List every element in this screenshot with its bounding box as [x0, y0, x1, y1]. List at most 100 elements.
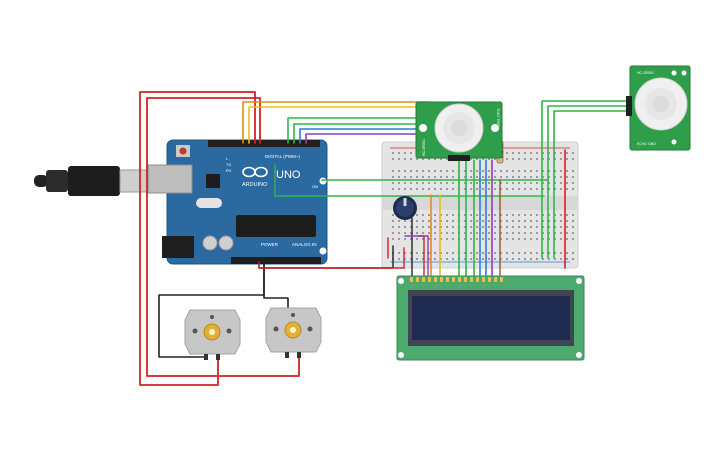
breadboard-hole	[542, 238, 544, 240]
breadboard-hole	[500, 214, 502, 216]
breadboard-hole	[410, 232, 412, 234]
breadboard-hole	[560, 252, 562, 254]
breadboard-hole	[524, 252, 526, 254]
lcd-pin	[410, 277, 413, 282]
breadboard-hole	[464, 238, 466, 240]
breadboard-hole	[422, 170, 424, 172]
breadboard-hole	[452, 238, 454, 240]
breadboard-hole	[536, 226, 538, 228]
breadboard-hole	[392, 182, 394, 184]
breadboard-hole	[530, 158, 532, 160]
breadboard-hole	[512, 170, 514, 172]
breadboard-hole	[404, 158, 406, 160]
arduino-brand-text: ARDUINO	[242, 182, 268, 188]
breadboard-hole	[470, 226, 472, 228]
breadboard-hole	[404, 170, 406, 172]
breadboard-hole	[428, 232, 430, 234]
breadboard-hole	[416, 252, 418, 254]
breadboard-hole	[488, 226, 490, 228]
breadboard-hole	[524, 238, 526, 240]
breadboard-hole	[542, 152, 544, 154]
breadboard-hole	[410, 176, 412, 178]
breadboard-hole	[560, 258, 562, 260]
breadboard-hole	[410, 158, 412, 160]
breadboard-hole	[434, 158, 436, 160]
breadboard-hole	[494, 214, 496, 216]
wire-green-pir2-c	[553, 110, 631, 259]
breadboard-hole	[524, 188, 526, 190]
breadboard-hole	[530, 226, 532, 228]
dc-motor-2	[265, 307, 322, 358]
breadboard-hole	[548, 252, 550, 254]
breadboard-hole	[536, 238, 538, 240]
breadboard-hole	[572, 158, 574, 160]
breadboard-hole	[464, 182, 466, 184]
wire-green-pir2-b	[547, 105, 631, 259]
breadboard-hole	[482, 214, 484, 216]
breadboard-hole	[446, 176, 448, 178]
breadboard-hole	[524, 232, 526, 234]
breadboard-hole	[470, 252, 472, 254]
breadboard-hole	[416, 238, 418, 240]
breadboard-hole	[422, 214, 424, 216]
breadboard-hole	[464, 214, 466, 216]
breadboard-hole	[542, 158, 544, 160]
breadboard-hole	[416, 258, 418, 260]
breadboard-hole	[506, 188, 508, 190]
breadboard-hole	[506, 170, 508, 172]
breadboard-hole	[452, 176, 454, 178]
wire-orange	[242, 101, 431, 144]
breadboard-hole	[476, 226, 478, 228]
breadboard-hole	[434, 188, 436, 190]
breadboard-hole	[416, 214, 418, 216]
breadboard-hole	[440, 158, 442, 160]
breadboard-hole	[560, 226, 562, 228]
breadboard-hole	[566, 220, 568, 222]
wire-blue	[299, 128, 425, 144]
breadboard-hole	[446, 238, 448, 240]
breadboard-hole	[428, 214, 430, 216]
breadboard-hole	[416, 170, 418, 172]
breadboard-hole	[446, 226, 448, 228]
breadboard-hole	[446, 232, 448, 234]
breadboard-hole	[392, 152, 394, 154]
breadboard-hole	[494, 226, 496, 228]
breadboard-hole	[530, 214, 532, 216]
breadboard-hole	[572, 152, 574, 154]
breadboard-hole	[542, 176, 544, 178]
breadboard-hole	[470, 170, 472, 172]
breadboard-hole	[494, 176, 496, 178]
breadboard-hole	[554, 252, 556, 254]
wire-yellow	[248, 106, 435, 144]
breadboard-hole	[392, 238, 394, 240]
breadboard-hole	[566, 170, 568, 172]
breadboard-hole	[524, 170, 526, 172]
breadboard-hole	[398, 226, 400, 228]
breadboard-hole	[434, 214, 436, 216]
arduino-logo	[242, 166, 268, 178]
breadboard-hole	[542, 220, 544, 222]
breadboard-hole	[422, 226, 424, 228]
breadboard-hole	[482, 188, 484, 190]
breadboard-hole	[452, 226, 454, 228]
breadboard-hole	[398, 182, 400, 184]
breadboard-hole	[464, 220, 466, 222]
breadboard-hole	[560, 232, 562, 234]
breadboard-hole	[416, 232, 418, 234]
breadboard-hole	[572, 170, 574, 172]
breadboard-hole	[452, 182, 454, 184]
breadboard-hole	[524, 158, 526, 160]
breadboard-hole	[512, 258, 514, 260]
breadboard-hole	[476, 232, 478, 234]
potentiometer	[393, 196, 417, 220]
breadboard-hole	[392, 214, 394, 216]
breadboard-hole	[392, 158, 394, 160]
breadboard-hole	[548, 258, 550, 260]
breadboard-hole	[548, 158, 550, 160]
breadboard-hole	[464, 176, 466, 178]
breadboard-hole	[572, 226, 574, 228]
breadboard-hole	[512, 152, 514, 154]
breadboard-hole	[482, 220, 484, 222]
breadboard-hole	[422, 182, 424, 184]
breadboard-hole	[404, 226, 406, 228]
